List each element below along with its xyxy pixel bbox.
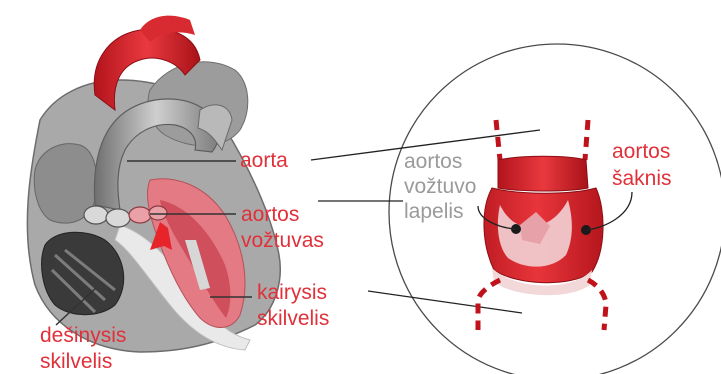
label-desinysis-line1: dešinysis — [40, 324, 126, 347]
label-saknis-line1: aortos — [612, 140, 670, 163]
label-kairysis-line2: skilvelis — [257, 307, 329, 330]
label-lapelis-line2: vožtuvo — [404, 175, 476, 198]
label-aortos-voztuvas-line1: aortos — [241, 203, 299, 226]
label-aortos-voztuvas-line2: vožtuvas — [241, 229, 324, 252]
label-aorta: aorta — [240, 149, 288, 172]
label-desinysis-line2: skilvelis — [40, 350, 112, 373]
aorta-tube-upper — [498, 156, 588, 191]
label-saknis-line2: šaknis — [612, 167, 672, 190]
label-lapelis-line1: aortos — [404, 150, 462, 173]
label-lapelis-line3: lapelis — [404, 200, 464, 223]
label-kairysis-line1: kairysis — [257, 281, 327, 304]
heart-illustration — [27, 16, 280, 352]
